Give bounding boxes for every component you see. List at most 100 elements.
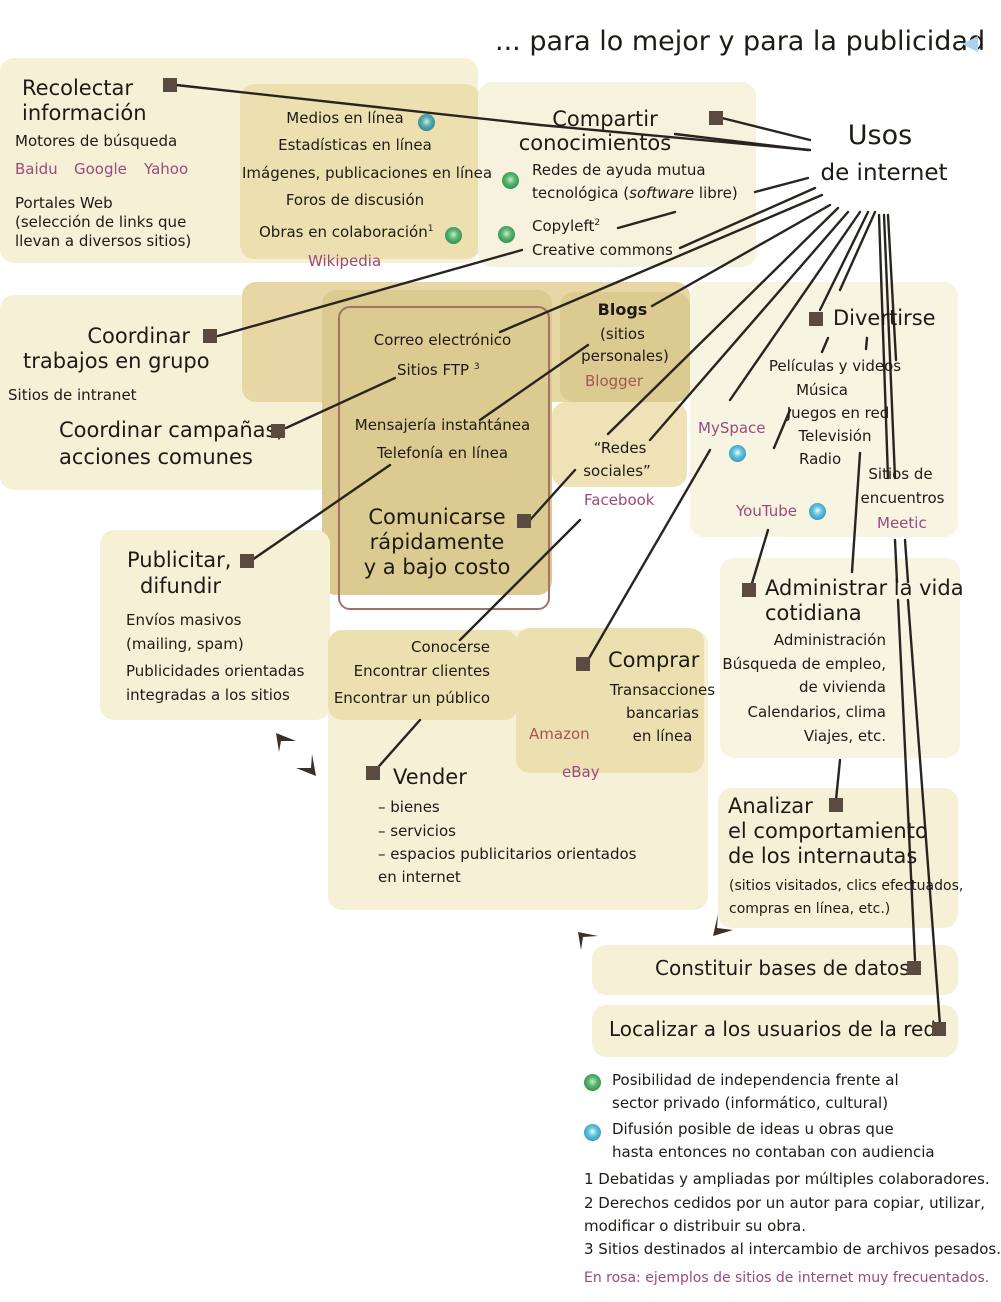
item-obras-text: Obras en colaboración [259,223,428,241]
coordinar-trabajos-title: Coordinar [87,324,190,348]
vender-item-4: en internet [378,868,461,886]
item-mensajeria: Mensajería instantánea [354,416,531,434]
comprar-sub-3: en línea [632,727,693,745]
redes-ayuda-2: tecnológica (software libre) [532,184,738,202]
node-administrar [742,583,756,597]
line-v2 [882,213,897,480]
administrar-item-2: Búsqueda de empleo, [722,655,886,673]
footnote-3: 3 Sitios destinados al intercambio de ar… [584,1240,1001,1258]
node-bases [907,961,921,975]
connector-lines [174,83,942,1027]
green-dot-icon [445,227,462,244]
copyleft-label: Copyleft2 [532,217,600,235]
blogs-title: Blogs [597,300,648,319]
line-peliculas [820,336,830,354]
panel-conocerse [328,630,518,720]
analizar-title: Analizar [728,794,813,818]
item-ftp-text: Sitios FTP [397,361,470,379]
line-comunicar-node [528,468,577,522]
panel-comunicar-core [322,290,552,595]
item-telefonia: Telefonía en línea [376,444,509,462]
motores-label: Motores de búsqueda [15,132,178,150]
line-vender [371,718,422,775]
item-obras: Obras en colaboración1 [259,223,434,241]
comprar-sub-2: bancarias [625,704,699,722]
copyleft-text: Copyleft [532,217,595,235]
node-comunicarse [517,514,531,528]
analizar-title-2: el comportamiento [728,819,928,843]
footnote-2: 2 Derechos cedidos por un autor para cop… [584,1194,985,1212]
legend-green-1: Posibilidad de independencia frente al [612,1071,899,1089]
line-compartir [673,132,810,152]
recolectar-title-2: información [22,101,147,125]
line-telefonia [250,463,392,562]
analizar-title-3: de los internautas [728,844,918,868]
node-divertirse [809,312,823,326]
administrar-title-2: cotidiana [765,601,862,625]
line-youtube [772,408,792,450]
line-ftp [284,376,397,430]
footnote-1: 1 Debatidas y ampliadas por múltiples co… [584,1170,990,1188]
node-coordinar-trabajos [203,329,217,343]
line-coordinar-trabajos [216,248,524,338]
site-blogger: Blogger [585,372,644,390]
node-analizar [829,798,843,812]
site-myspace: MySpace [698,419,766,437]
node-comprar [576,657,590,671]
footnote-mark-1: 1 [427,224,434,234]
recolectar-title: Recolectar [22,76,133,100]
line-comprar [586,448,712,662]
green-dot-icon [502,172,519,189]
line-admin-center [850,451,862,574]
line-meetic1 [893,538,899,584]
item-musica: Música [796,381,848,399]
panel-comprar [516,628,704,773]
line-divertirse [818,210,870,312]
administrar-item-3: de vivienda [798,678,886,696]
redes-ayuda-1: Redes de ayuda mutua [532,161,706,179]
panel-bases [592,945,958,995]
line-v1 [877,213,890,480]
comunicarse-outline-box [338,306,550,610]
bases-title: Constituir bases de datos [655,956,910,980]
administrar-item-1: Administración [773,631,886,649]
compartir-title: Compartir [552,107,658,131]
line-redes-ayuda [753,176,810,194]
site-baidu: Baidu [15,160,58,178]
compartir-title-2: conocimientos [518,131,672,155]
site-facebook: Facebook [584,491,655,509]
software-italic: software [629,184,695,202]
encuentros-2: encuentros [860,489,945,507]
item-juegos: Juegos en red [786,404,890,422]
triangle-marker-icon [962,36,978,52]
blue-dot-icon [809,503,826,520]
portales-desc-1: (selección de links que [15,213,187,231]
pink-note: En rosa: ejemplos de sitios de internet … [584,1270,990,1286]
item-estadisticas: Estadísticas en línea [278,136,432,154]
item-encontrar-clientes: Encontrar clientes [353,662,490,680]
site-google: Google [74,160,127,178]
arrow-corners [276,733,733,950]
line-blogs [478,343,590,422]
divertirse-title: Divertirse [833,306,936,330]
vender-item-2: – servicios [378,822,456,840]
item-ftp: Sitios FTP 3 [397,361,480,379]
line-compartir-node [720,116,812,142]
blue-dot-icon [418,114,435,131]
blue-dot-icon [729,445,746,462]
panel-redes [552,402,687,487]
blogs-sub-1: (sitios [600,325,645,343]
publicitar-item-3: Publicidades orientadas [126,662,305,680]
portales-desc-2: llevan a diversos sitios) [15,232,192,250]
vender-item-1: – bienes [378,798,440,816]
administrar-item-5: Viajes, etc. [803,727,886,745]
analizar-sub-2: compras en línea, etc.) [729,901,891,917]
publicitar-title-2: difundir [140,574,221,598]
redes-ayuda-post: libre) [694,184,738,202]
line-analizar [834,758,842,802]
blogs-sub-2: personales) [581,347,669,365]
line-copyleft [616,210,677,230]
redes-sociales-1: “Redes [593,439,647,457]
legend-green-dot-icon [584,1074,601,1091]
coordinar-campanas-title: Coordinar campañas, [59,418,284,442]
